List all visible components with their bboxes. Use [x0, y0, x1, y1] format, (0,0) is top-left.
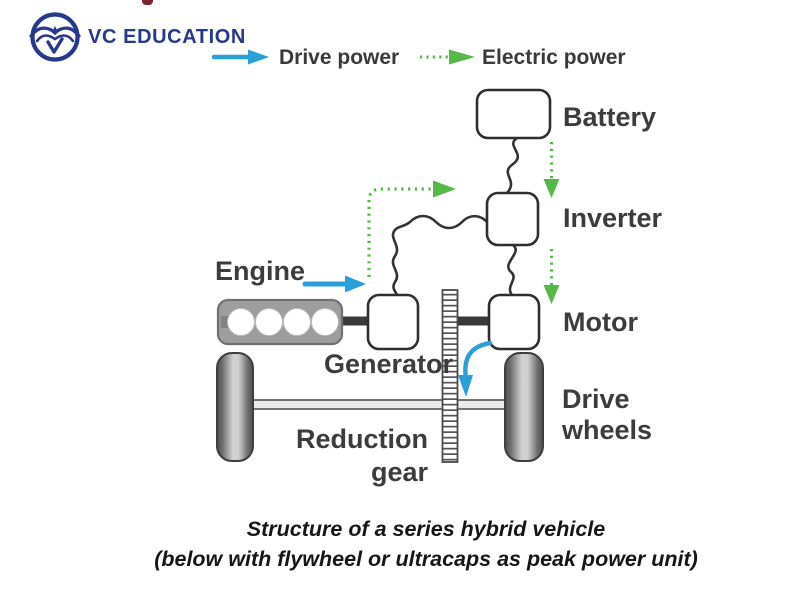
battery-box — [475, 88, 552, 140]
electric-arrow-inverter-to-motor — [543, 249, 560, 304]
inverter-generator-wire — [391, 214, 490, 297]
drive-power-arrow-icon — [212, 49, 269, 65]
motor-box — [487, 293, 541, 351]
motor-label: Motor — [563, 307, 638, 337]
engine-generator-shaft — [340, 316, 370, 326]
drive-power-legend-label: Drive power — [279, 46, 400, 69]
vc-education-logo-icon — [29, 12, 81, 62]
reduction-gear-label-line2: gear — [370, 457, 428, 487]
battery-inverter-wire — [505, 136, 520, 195]
drive-wheels-label: Drive wheels — [562, 384, 652, 446]
inverter-box — [485, 191, 540, 247]
right-wheel — [504, 352, 544, 462]
gear-motor-shaft — [455, 316, 491, 326]
figure-caption: Structure of a series hybrid vehicle (be… — [20, 514, 800, 574]
reduction-gear-label-line1: Reduction — [296, 424, 428, 454]
reduction-gear-label: Reduction gear — [288, 423, 428, 489]
battery-label: Battery — [563, 102, 657, 132]
electric-arrow-battery-to-inverter — [543, 142, 560, 198]
reduction-gear-bar — [441, 289, 459, 463]
electric-power-arrow-icon — [420, 49, 475, 65]
generator-box — [366, 293, 420, 351]
inverter-motor-wire — [507, 243, 517, 297]
electric-arrow-generator-to-inverter — [367, 180, 456, 277]
engine-bolt-left — [221, 316, 229, 328]
axle-shaft — [249, 399, 508, 410]
drive-arrow-engine-to-generator — [302, 275, 366, 293]
engine-label: Engine — [215, 256, 306, 286]
generator-label: Generator — [324, 349, 454, 379]
top-edge-red-mark — [142, 0, 153, 5]
engine-cylinder-2 — [255, 308, 283, 336]
caption-line-2: (below with flywheel or ultracaps as pea… — [154, 547, 698, 571]
brand-name: VC EDUCATION — [88, 26, 246, 48]
drive-wheels-label-line2: wheels — [562, 415, 653, 445]
engine-cylinder-4 — [311, 308, 339, 336]
engine-cylinder-3 — [283, 308, 311, 336]
drive-wheels-label-line1: Drive — [562, 384, 630, 414]
inverter-label: Inverter — [563, 203, 663, 233]
electric-power-legend-label: Electric power — [482, 46, 626, 69]
left-wheel — [216, 352, 254, 462]
caption-line-1: Structure of a series hybrid vehicle — [246, 517, 606, 541]
engine-cylinder-1 — [227, 308, 255, 336]
drive-arrow-motor-to-axle — [458, 340, 493, 397]
